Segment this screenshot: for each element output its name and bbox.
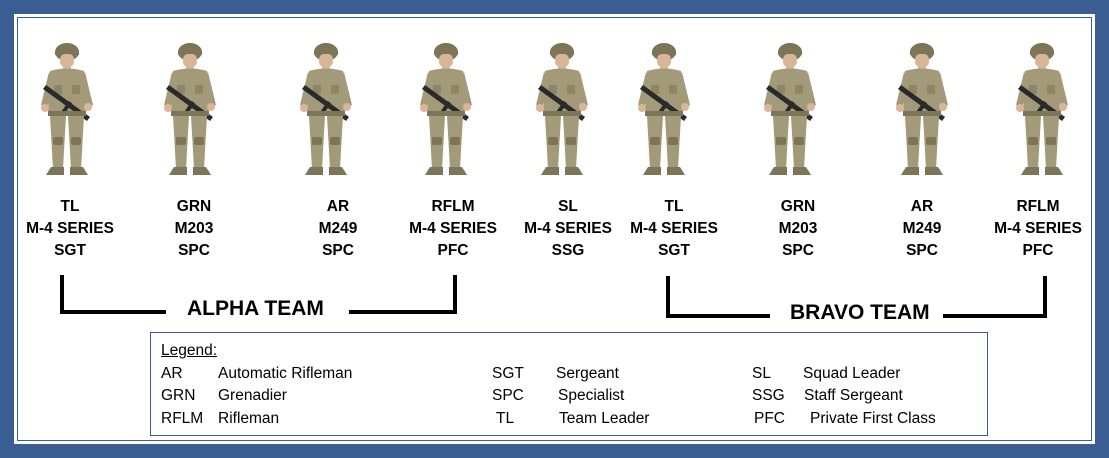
rank: SPC — [178, 242, 210, 259]
rank: SPC — [322, 242, 354, 259]
soldier-figure — [527, 33, 597, 183]
role: RFLM — [1016, 198, 1060, 215]
soldier-figure — [887, 33, 957, 183]
rank: SGT — [658, 242, 690, 259]
soldier-label: AR M249 SPC — [862, 196, 982, 262]
role: TL — [664, 198, 684, 215]
soldier-label: TL M-4 SERIES SGT — [10, 196, 130, 262]
soldier-figure — [291, 33, 361, 183]
soldier-figure — [32, 33, 102, 183]
legend-meaning: Team Leader — [559, 410, 650, 427]
alpha-team-label: ALPHA TEAM — [187, 297, 324, 320]
alpha-bracket-right-bar — [349, 310, 457, 314]
rank: SPC — [782, 242, 814, 259]
legend-abbr: TL — [496, 410, 515, 427]
bravo-bracket-right-bar — [943, 314, 1047, 318]
alpha-bracket-left-post — [60, 275, 64, 314]
legend-title: Legend: — [161, 342, 218, 359]
legend-abbr: RFLM — [161, 410, 204, 427]
legend-abbr: SSG — [752, 387, 785, 404]
legend-meaning: Automatic Rifleman — [218, 365, 353, 382]
weapon: M-4 SERIES — [524, 220, 612, 237]
legend-meaning: Sergeant — [556, 365, 619, 382]
role: TL — [60, 198, 80, 215]
legend-box: Legend: AR Automatic Rifleman GRN Grenad… — [150, 332, 988, 436]
alpha-bracket-left-bar — [60, 310, 166, 314]
soldier-figure — [1007, 33, 1077, 183]
rank: SPC — [906, 242, 938, 259]
weapon: M-4 SERIES — [630, 220, 718, 237]
bravo-team-label: BRAVO TEAM — [790, 301, 930, 324]
legend-abbr: AR — [161, 365, 183, 382]
soldier-label: TL M-4 SERIES SGT — [614, 196, 734, 262]
legend-meaning: Rifleman — [218, 410, 280, 427]
weapon: M203 — [174, 220, 214, 237]
rank: SGT — [54, 242, 86, 259]
soldier-label: RFLM M-4 SERIES PFC — [393, 196, 513, 262]
rank: PFC — [1022, 242, 1054, 259]
soldier-figure — [155, 33, 225, 183]
inner-border — [17, 17, 1092, 441]
weapon: M-4 SERIES — [994, 220, 1082, 237]
weapon: M-4 SERIES — [26, 220, 114, 237]
legend-meaning: Squad Leader — [803, 365, 901, 382]
role: SL — [558, 198, 578, 215]
role: GRN — [780, 198, 816, 215]
soldier-label: GRN M203 SPC — [738, 196, 858, 262]
bravo-bracket-left-bar — [666, 314, 770, 318]
role: AR — [326, 198, 350, 215]
legend-meaning: Staff Sergeant — [804, 387, 903, 404]
rank: SSG — [551, 242, 585, 259]
legend-meaning: Specialist — [558, 387, 625, 404]
bravo-bracket-right-post — [1043, 276, 1047, 318]
soldier-figure — [629, 33, 699, 183]
alpha-bracket-right-post — [453, 275, 457, 314]
soldier-figure — [411, 33, 481, 183]
role: AR — [910, 198, 934, 215]
soldier-label: AR M249 SPC — [278, 196, 398, 262]
legend-abbr: SPC — [492, 387, 524, 404]
soldier-label: GRN M203 SPC — [134, 196, 254, 262]
soldier-label: RFLM M-4 SERIES PFC — [978, 196, 1098, 262]
legend-abbr: GRN — [161, 387, 196, 404]
legend-abbr: SL — [752, 365, 771, 382]
weapon: M-4 SERIES — [409, 220, 497, 237]
soldier-label: SL M-4 SERIES SSG — [508, 196, 628, 262]
weapon: M249 — [318, 220, 358, 237]
legend-abbr: PFC — [754, 410, 785, 427]
weapon: M249 — [902, 220, 942, 237]
weapon: M203 — [778, 220, 818, 237]
legend-meaning: Private First Class — [810, 410, 936, 427]
legend-abbr: SGT — [492, 365, 524, 382]
role: GRN — [176, 198, 212, 215]
rank: PFC — [437, 242, 469, 259]
bravo-bracket-left-post — [666, 276, 670, 318]
legend-meaning: Grenadier — [218, 387, 287, 404]
role: RFLM — [431, 198, 475, 215]
soldier-figure — [755, 33, 825, 183]
